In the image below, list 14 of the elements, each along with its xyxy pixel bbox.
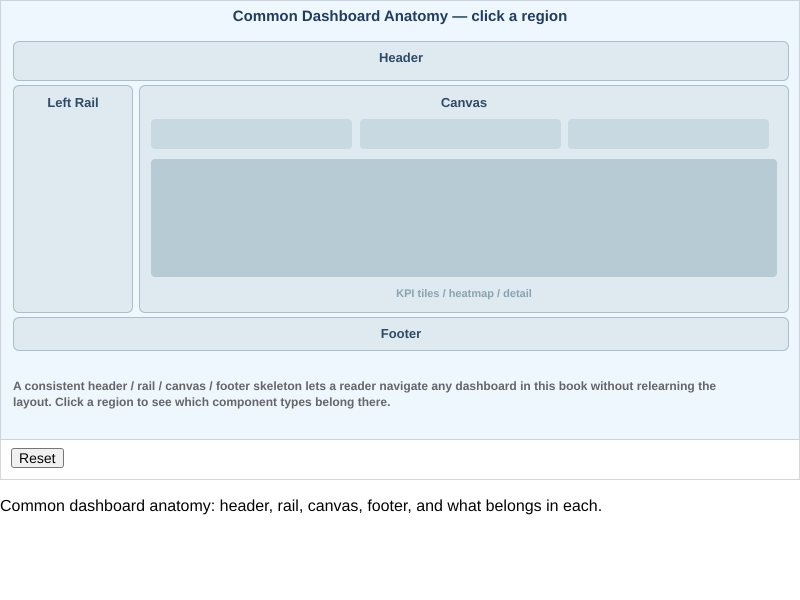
region-panel xyxy=(13,85,133,313)
figure-caption: Common dashboard anatomy: header, rail, canvas, footer, and what belongs in each. xyxy=(0,498,604,516)
region-title: Left Rail xyxy=(47,95,99,110)
reset-button: Reset xyxy=(11,448,64,468)
region-title: Header xyxy=(378,50,424,65)
diagram-title: Common Dashboard Anatomy — click a region xyxy=(232,8,568,25)
placeholder-box xyxy=(151,159,777,277)
region-panel xyxy=(13,41,789,81)
region-title: Canvas xyxy=(440,95,488,110)
description-text: A consistent header / rail / canvas / footer skeleton lets a reader navigate any dashboard in this book without relearning the layout. Click a region to see which component types belong there. xyxy=(13,378,718,410)
region-title: Footer xyxy=(380,326,422,341)
region-note: KPI tiles / heatmap / detail xyxy=(396,288,532,300)
region-panel xyxy=(13,317,789,351)
region-panel xyxy=(139,85,789,313)
